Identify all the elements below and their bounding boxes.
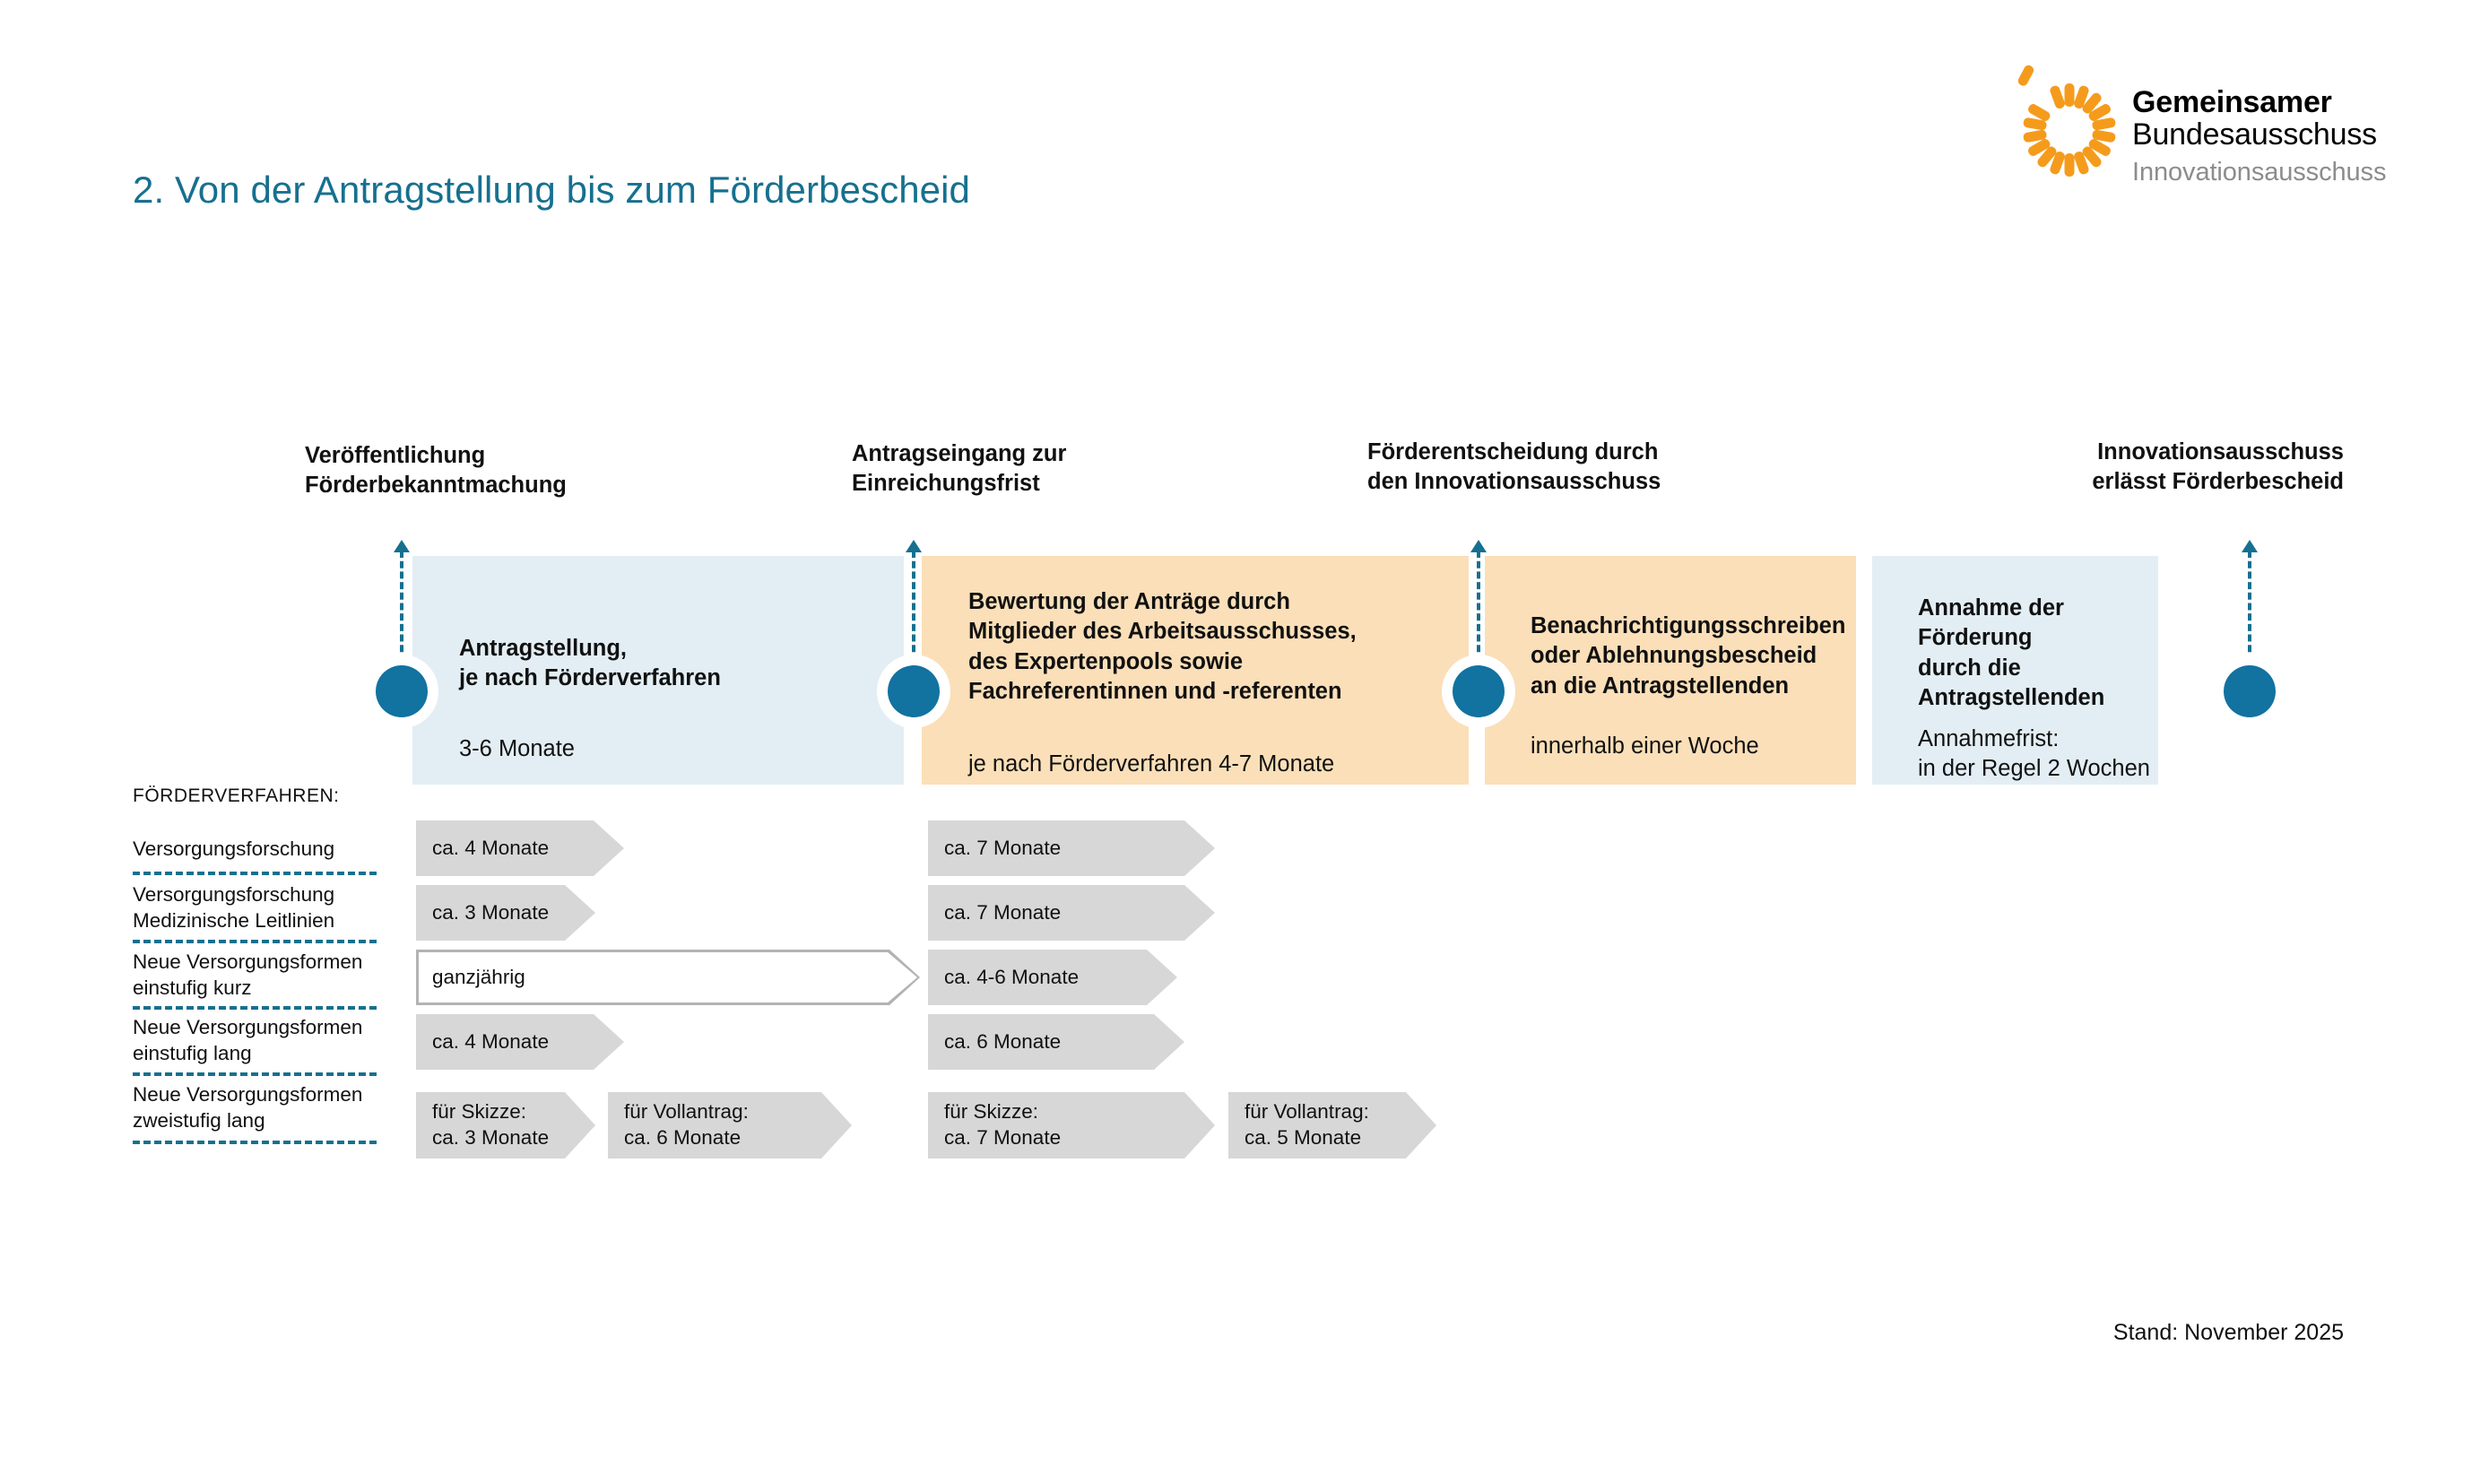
milestone-label-3-line2: den Innovationsausschuss [1367, 469, 1661, 495]
axis-arrow-icon-2 [906, 540, 922, 552]
duration-chevron-r3c0: ca. 4 Monate [416, 1014, 624, 1070]
axis-arrow-icon-3 [1470, 540, 1487, 552]
legend-row-versorgungsforschung: Versorgungsforschung [133, 836, 377, 862]
duration-chevron-label: ca. 6 Monate [944, 1029, 1062, 1053]
duration-chevron-label: ca. 4 Monate [432, 836, 550, 859]
page-title: 2. Von der Antragstellung bis zum Förder… [133, 169, 971, 211]
duration-chevron-label: für Vollantrag: ca. 5 Monate [1245, 1100, 1369, 1149]
phase-1-heading: Antragstellung, je nach Förderverfahren [459, 636, 721, 691]
milestone-label-1-line2: Förderbekanntmachung [305, 473, 567, 499]
phase-4-duration: Annahmefrist: in der Regel 2 Wochen [1918, 726, 2150, 782]
axis-line-3 [1477, 551, 1480, 694]
duration-chevron-r4c0b: für Vollantrag: ca. 6 Monate [608, 1092, 852, 1159]
legend-row-nvf-zweistufig-lang: Neue Versorgungsformen zweistufig lang [133, 1081, 377, 1134]
duration-chevron-r1c0: ca. 3 Monate [416, 885, 595, 941]
legend-row-label-4: Neue Versorgungsformen einstufig lang [133, 1016, 363, 1065]
duration-chevron-label: für Skizze: ca. 7 Monate [944, 1100, 1062, 1149]
legend-divider-4 [133, 1072, 377, 1076]
milestone-node-1[interactable] [376, 665, 428, 717]
axis-arrow-icon-1 [394, 540, 410, 552]
gba-logo: Gemeinsamer Bundesausschuss Innovationsa… [1998, 54, 2419, 215]
milestone-node-4[interactable] [2224, 665, 2276, 717]
milestone-node-2[interactable] [888, 665, 940, 717]
duration-chevron-label: ca. 4 Monate [432, 1029, 550, 1053]
legend-row-nvf-einstufig-kurz: Neue Versorgungsformen einstufig kurz [133, 949, 377, 1002]
logo-line-2: Bundesausschuss [2132, 117, 2377, 152]
footer-date: Stand: November 2025 [2112, 1320, 2344, 1345]
duration-chevron-r3c1: ca. 6 Monate [928, 1014, 1184, 1070]
milestone-label-2-line1: Antragseingang zur [852, 441, 1067, 466]
milestone-label-1-line1: Veröffentlichung [305, 443, 486, 468]
milestone-label-3-line1: Förderentscheidung durch [1367, 439, 1659, 464]
duration-chevron-r0c0: ca. 4 Monate [416, 820, 624, 876]
legend-row-versorgungsforschung-leitlinien: Versorgungsforschung Medizinische Leitli… [133, 881, 377, 934]
phase-2-duration: je nach Förderverfahren 4-7 Monate [968, 751, 1335, 777]
milestone-label-2-line2: Einreichungsfrist [852, 471, 1040, 497]
duration-chevron-label: für Skizze: ca. 3 Monate [432, 1100, 550, 1149]
axis-line-2 [912, 551, 915, 694]
phase-3-heading: Benachrichtigungsschreiben oder Ablehnun… [1531, 613, 1846, 699]
duration-chevron-r4c1b: für Vollantrag: ca. 5 Monate [1228, 1092, 1436, 1159]
legend-divider-5 [133, 1141, 377, 1144]
phase-box-benachrichtigung: Benachrichtigungsschreiben oder Ablehnun… [1484, 556, 1856, 785]
legend-row-label-1: Versorgungsforschung [133, 837, 335, 860]
duration-chevron-label: ca. 7 Monate [944, 836, 1062, 859]
milestone-label-2: Antragseingang zur Einreichungsfrist [852, 439, 1066, 499]
logo-line-1: Gemeinsamer [2132, 85, 2332, 119]
milestone-label-4-line1: Innovationsausschuss [2097, 439, 2344, 464]
milestone-label-3: Förderentscheidung durch den Innovations… [1367, 438, 1661, 497]
milestone-node-3[interactable] [1453, 665, 1505, 717]
legend-divider-2 [133, 940, 377, 943]
phase-2-heading: Bewertung der Anträge durch Mitglieder d… [968, 589, 1357, 705]
duration-chevron-body: ganzjährig [419, 952, 917, 1002]
phase-box-annahme: Annahme der Förderung durch die Antragst… [1871, 556, 2158, 785]
axis-channel-4 [1856, 556, 1872, 785]
milestone-label-4: Innovationsausschuss erlässt Förderbesch… [2092, 438, 2344, 497]
duration-chevron-label: ca. 4-6 Monate [944, 965, 1080, 988]
duration-chevron-r0c1: ca. 7 Monate [928, 820, 1215, 876]
duration-chevron-r4c1a: für Skizze: ca. 7 Monate [928, 1092, 1215, 1159]
phase-box-antragstellung: Antragstellung, je nach Förderverfahren … [412, 556, 904, 785]
duration-chevron-r2c0: ganzjährig [416, 950, 920, 1005]
gba-logo-wordmark: Gemeinsamer Bundesausschuss Innovationsa… [2132, 86, 2419, 188]
legend-divider-1 [133, 872, 377, 875]
milestone-label-1: Veröffentlichung Förderbekanntmachung [305, 441, 567, 500]
phase-4-heading: Annahme der Förderung durch die Antragst… [1918, 595, 2105, 711]
duration-chevron-r4c0a: für Skizze: ca. 3 Monate [416, 1092, 595, 1159]
legend-row-label-3: Neue Versorgungsformen einstufig kurz [133, 950, 363, 1000]
gba-sunburst-logo-icon [2017, 65, 2116, 177]
legend-row-nvf-einstufig-lang: Neue Versorgungsformen einstufig lang [133, 1014, 377, 1067]
milestone-label-4-line2: erlässt Förderbescheid [2092, 469, 2344, 495]
phase-box-bewertung: Bewertung der Anträge durch Mitglieder d… [922, 556, 1469, 785]
legend-divider-3 [133, 1006, 377, 1010]
legend-row-label-5: Neue Versorgungsformen zweistufig lang [133, 1083, 363, 1133]
duration-chevron-label: ca. 7 Monate [944, 900, 1062, 924]
axis-arrow-icon-4 [2242, 540, 2258, 552]
phase-3-duration: innerhalb einer Woche [1531, 733, 1759, 759]
phase-1-duration: 3-6 Monate [459, 736, 575, 761]
duration-chevron-label: für Vollantrag: ca. 6 Monate [624, 1100, 749, 1149]
legend-title: FÖRDERVERFAHREN: [133, 785, 340, 806]
axis-line-1 [400, 551, 403, 694]
duration-chevron-r2c1: ca. 4-6 Monate [928, 950, 1177, 1005]
duration-chevron-label: ganzjährig [432, 965, 525, 988]
axis-line-4 [2248, 551, 2251, 694]
legend-row-label-2: Versorgungsforschung Medizinische Leitli… [133, 883, 335, 933]
logo-line-3: Innovationsausschuss [2132, 158, 2387, 187]
duration-chevron-label: ca. 3 Monate [432, 900, 550, 924]
duration-chevron-r1c1: ca. 7 Monate [928, 885, 1215, 941]
